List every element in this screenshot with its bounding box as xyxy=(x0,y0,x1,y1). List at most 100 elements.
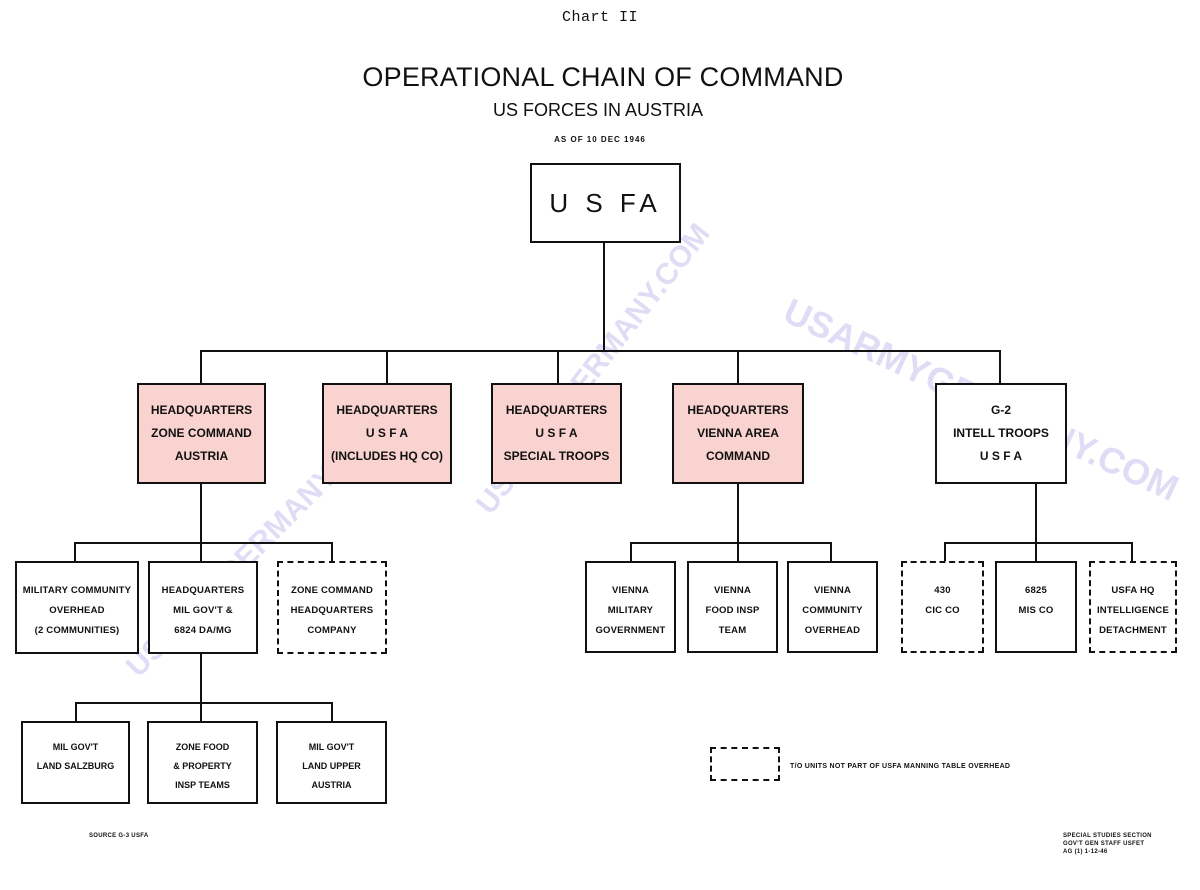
node-line: (INCLUDES HQ CO) xyxy=(331,449,443,463)
node-line: AUSTRIA xyxy=(174,449,229,463)
connector-l1-3 xyxy=(737,350,739,384)
node-line: MIS CO xyxy=(1018,605,1054,616)
node-line: HEADQUARTERS xyxy=(150,403,253,417)
node-vienna-community-overhead: VIENNA COMMUNITY OVERHEAD xyxy=(787,561,878,653)
node-line: ZONE FOOD xyxy=(175,742,230,752)
node-line: INSP TEAMS xyxy=(175,780,230,790)
node-line: VIENNA xyxy=(713,585,752,596)
chart-title: OPERATIONAL CHAIN OF COMMAND xyxy=(362,62,844,92)
connector-g2-child-2 xyxy=(1131,542,1133,562)
connector-zone-child-1 xyxy=(200,542,202,562)
connector-vienna-horizontal xyxy=(630,542,831,544)
node-zone-food-property-insp: ZONE FOOD & PROPERTY INSP TEAMS xyxy=(147,721,258,804)
node-hq-usfa-special-troops: HEADQUARTERS U S F A SPECIAL TROOPS xyxy=(491,383,622,484)
node-usfa: U S FA xyxy=(530,163,681,243)
connector-level1-horizontal xyxy=(200,350,1001,352)
connector-l1-2 xyxy=(557,350,559,384)
node-line: VIENNA xyxy=(813,585,852,596)
node-line: LAND SALZBURG xyxy=(36,761,115,771)
node-line: SPECIAL TROOPS xyxy=(503,449,610,463)
as-of-date: AS OF 10 DEC 1946 xyxy=(554,135,646,144)
connector-l1-0 xyxy=(200,350,202,384)
connector-l1-4 xyxy=(999,350,1001,384)
connector-zone-child-0 xyxy=(74,542,76,562)
connector-top-vertical xyxy=(603,242,605,351)
node-line: U S F A xyxy=(535,426,578,440)
node-usfa-label: U S FA xyxy=(549,187,662,218)
node-line: COMPANY xyxy=(307,625,357,636)
chart-subtitle: US FORCES IN AUSTRIA xyxy=(492,100,704,120)
node-line: USFA HQ xyxy=(1111,585,1155,596)
node-hq-mil-govt: HEADQUARTERS MIL GOV'T & 6824 DA/MG xyxy=(148,561,258,654)
node-zone-command-hq-company: ZONE COMMAND HEADQUARTERS COMPANY xyxy=(277,561,387,654)
node-vienna-military-government: VIENNA MILITARY GOVERNMENT xyxy=(585,561,676,653)
connector-milgovt-child-0 xyxy=(75,702,77,722)
node-line: & PROPERTY xyxy=(173,761,232,771)
connector-g2-child-1 xyxy=(1035,542,1037,562)
connector-milgovt-child-1 xyxy=(200,702,202,722)
node-line: MIL GOV'T & xyxy=(173,605,233,616)
node-g2-intell-troops: G-2 INTELL TROOPS U S F A xyxy=(935,383,1067,484)
node-6825-mis-co: 6825 MIS CO xyxy=(995,561,1077,653)
node-hq-vienna-area-command: HEADQUARTERS VIENNA AREA COMMAND xyxy=(672,383,804,484)
footer-credit: SPECIAL STUDIES SECTION GOV'T GEN STAFF … xyxy=(1063,832,1152,856)
footer-credit-line: AG (1) 1-12-46 xyxy=(1063,849,1108,855)
node-line: CIC CO xyxy=(925,605,960,616)
node-line: 6825 xyxy=(1025,585,1047,596)
legend-dashed-box-swatch xyxy=(710,747,780,781)
node-line: 6824 DA/MG xyxy=(174,625,232,636)
node-line: HEADQUARTERS xyxy=(336,403,438,417)
node-line: MIL GOV'T xyxy=(308,742,355,752)
node-line: VIENNA AREA xyxy=(697,426,779,440)
node-line: MILITARY xyxy=(607,605,654,616)
node-line: ZONE COMMAND xyxy=(151,426,252,440)
node-line: U S F A xyxy=(365,426,409,440)
connector-l1-1 xyxy=(386,350,388,384)
connector-g2-child-0 xyxy=(944,542,946,562)
node-hq-usfa: HEADQUARTERS U S F A (INCLUDES HQ CO) xyxy=(322,383,452,484)
node-line: U S F A xyxy=(979,449,1023,463)
node-line: LAND UPPER xyxy=(302,761,361,771)
connector-milgovt-down xyxy=(200,653,202,703)
footer-source: SOURCE G-3 USFA xyxy=(89,833,149,839)
node-vienna-food-insp-team: VIENNA FOOD INSP TEAM xyxy=(687,561,778,653)
node-line: HEADQUARTERS xyxy=(161,585,245,596)
node-line: HEADQUARTERS xyxy=(687,403,789,417)
node-mil-govt-land-salzburg: MIL GOV'T LAND SALZBURG xyxy=(21,721,130,804)
connector-zone-child-2 xyxy=(331,542,333,562)
node-430-cic-co: 430 CIC CO xyxy=(901,561,984,653)
node-line: FOOD INSP xyxy=(705,605,760,616)
node-line: (2 COMMUNITIES) xyxy=(34,625,120,636)
node-line: MILITARY COMMUNITY xyxy=(22,585,132,596)
node-line: OVERHEAD xyxy=(49,605,105,616)
node-military-community-overhead: MILITARY COMMUNITY OVERHEAD (2 COMMUNITI… xyxy=(15,561,139,654)
connector-vienna-down xyxy=(737,483,739,543)
node-line: COMMAND xyxy=(706,449,770,463)
node-mil-govt-land-upper-austria: MIL GOV'T LAND UPPER AUSTRIA xyxy=(276,721,387,804)
node-line: INTELLIGENCE xyxy=(1096,605,1170,616)
footer-credit-line: GOV'T GEN STAFF USFET xyxy=(1063,841,1145,847)
node-line: INTELL TROOPS xyxy=(953,426,1049,440)
node-line: MIL GOV'T xyxy=(52,742,99,752)
node-line: HEADQUARTERS xyxy=(505,403,608,417)
node-line: 430 xyxy=(934,585,951,596)
node-hq-zone-command-austria: HEADQUARTERS ZONE COMMAND AUSTRIA xyxy=(137,383,266,484)
node-line: ZONE COMMAND xyxy=(290,585,374,596)
node-line: TEAM xyxy=(718,625,747,636)
node-line: OVERHEAD xyxy=(804,625,861,636)
node-line: DETACHMENT xyxy=(1099,625,1167,636)
footer-credit-line: SPECIAL STUDIES SECTION xyxy=(1063,833,1152,839)
connector-vienna-child-2 xyxy=(830,542,832,562)
connector-vienna-child-0 xyxy=(630,542,632,562)
connector-vienna-child-1 xyxy=(737,542,739,562)
node-line: HEADQUARTERS xyxy=(290,605,374,616)
chart-number-label: Chart II xyxy=(561,9,638,26)
connector-g2-horizontal xyxy=(944,542,1133,544)
node-line: AUSTRIA xyxy=(311,780,352,790)
connector-zone-down xyxy=(200,483,202,543)
node-line: GOVERNMENT xyxy=(595,625,666,636)
legend-dashed-box-text: T/O UNITS NOT PART OF USFA MANNING TABLE… xyxy=(790,763,1011,770)
connector-milgovt-child-2 xyxy=(331,702,333,722)
node-line: COMMUNITY xyxy=(802,605,863,616)
connector-g2-down xyxy=(1035,483,1037,543)
